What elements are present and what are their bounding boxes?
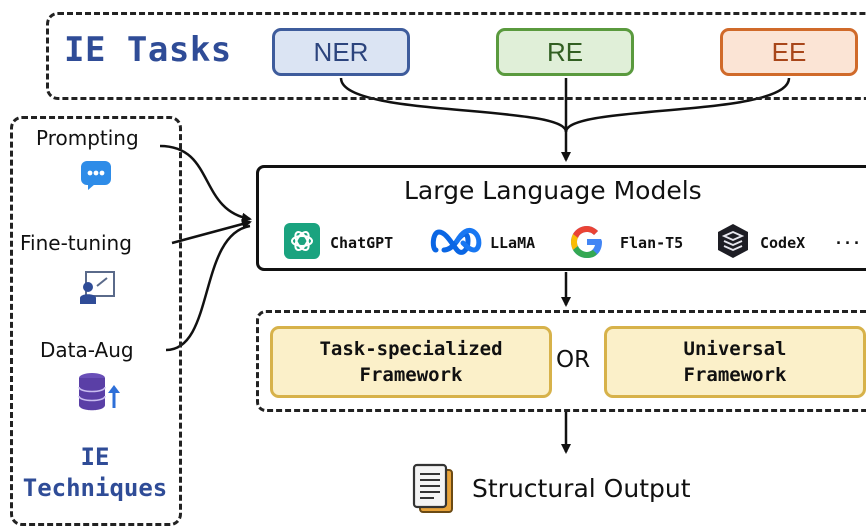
universal-framework-box: Universal Framework xyxy=(604,326,866,398)
ie-tasks-title: IE Tasks xyxy=(64,30,232,70)
or-label: OR xyxy=(556,347,591,373)
llm-box xyxy=(256,165,866,271)
structural-output-label: Structural Output xyxy=(472,474,691,503)
llm-title: Large Language Models xyxy=(404,176,702,205)
task-re: RE xyxy=(496,28,634,76)
task-specialized-framework-box: Task-specialized Framework xyxy=(270,326,552,398)
prompting-to-llm-line xyxy=(159,144,252,223)
technique-prompting-label: Prompting xyxy=(34,126,141,150)
model-flant5-label: Flan-T5 xyxy=(620,234,684,252)
database-up-icon xyxy=(78,372,122,416)
ie-techniques-title: IE Techniques xyxy=(10,442,180,504)
task-specialized-line2: Framework xyxy=(359,364,463,386)
document-icon xyxy=(410,462,456,518)
frameworks-container xyxy=(256,310,866,412)
chat-bubble-icon xyxy=(80,160,112,194)
technique-dataaug-label: Data-Aug xyxy=(38,338,136,362)
ie-techniques-title-line2: Techniques xyxy=(22,474,168,502)
universal-line1: Universal xyxy=(683,338,787,360)
google-g-logo-icon xyxy=(568,223,606,265)
ie-tasks-container xyxy=(46,12,866,100)
model-llama-label: LLaMA xyxy=(490,234,536,252)
meta-infinity-logo-icon xyxy=(430,224,484,262)
codex-layers-logo-icon xyxy=(714,222,752,264)
openai-logo-icon xyxy=(284,223,320,263)
model-chatgpt-label: ChatGPT xyxy=(330,234,394,252)
ie-techniques-title-line1: IE xyxy=(80,443,110,471)
ie-techniques-container xyxy=(10,116,182,526)
task-ee: EE xyxy=(720,28,858,76)
task-specialized-line1: Task-specialized xyxy=(319,338,503,360)
ner-to-llm-line xyxy=(339,77,568,133)
task-ner: NER xyxy=(272,28,410,76)
technique-finetuning-label: Fine-tuning xyxy=(18,231,134,255)
finetuning-to-llm-line xyxy=(171,219,252,245)
presentation-board-icon xyxy=(79,270,117,310)
more-models-ellipsis: ··· xyxy=(834,234,862,252)
ee-to-llm-line xyxy=(564,77,791,133)
universal-line2: Framework xyxy=(683,364,787,386)
model-codex-label: CodeX xyxy=(760,234,806,252)
